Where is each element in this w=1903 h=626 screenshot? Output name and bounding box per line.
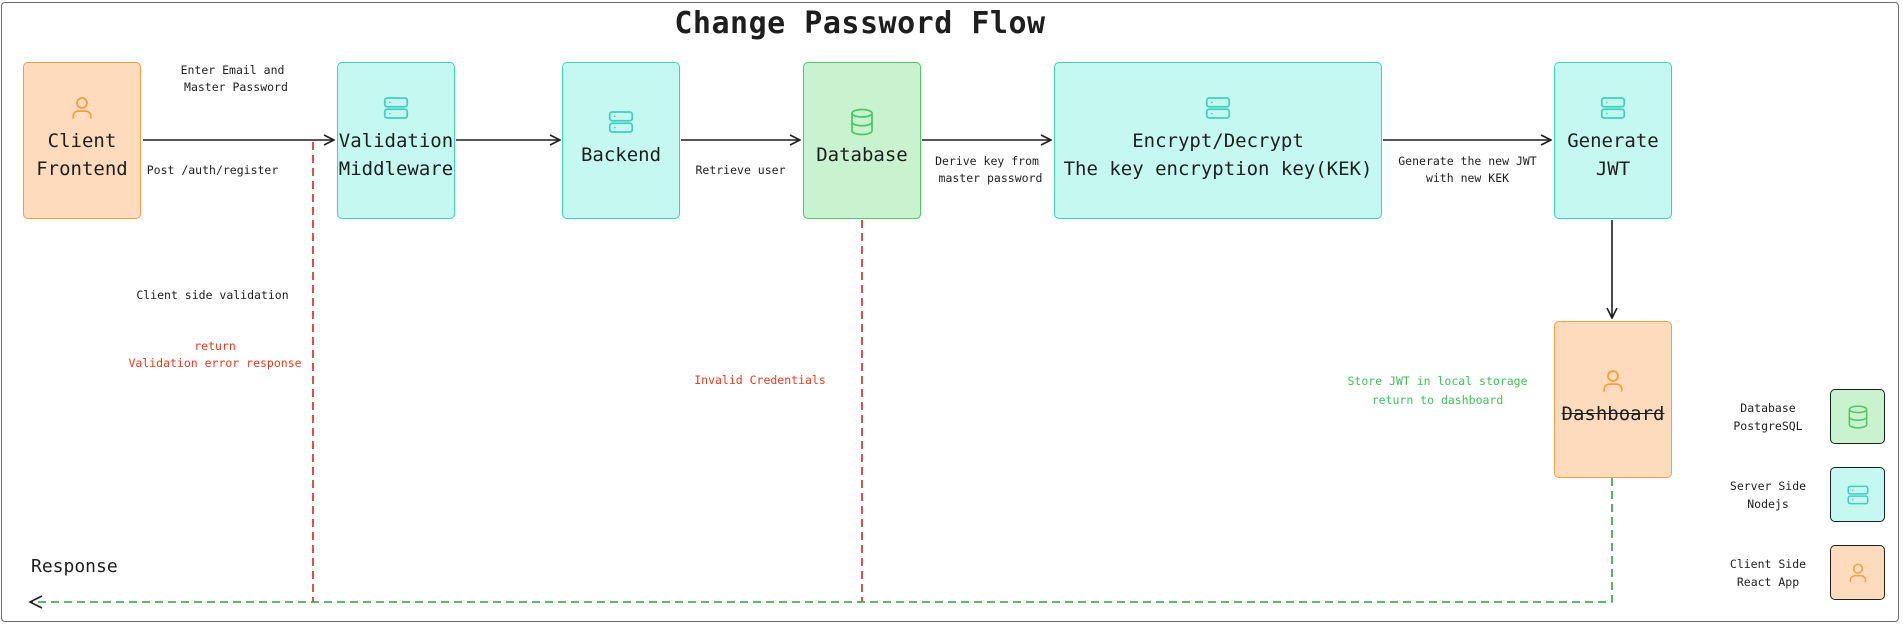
edge-label-return-error: return Validation error response — [128, 339, 302, 370]
flow-arrows — [143, 140, 1612, 318]
legend-server-swatch — [1830, 467, 1885, 522]
validation-middleware-node: Validation Middleware — [337, 62, 455, 219]
edge-label-derive-key: Derive key from master password — [935, 154, 1043, 185]
node-label: Validation — [338, 129, 454, 152]
edge-label-enter-email: Enter Email and Master Password — [180, 63, 288, 94]
node-label: JWT — [1595, 157, 1631, 180]
backend-node: Backend — [562, 62, 680, 219]
generate-jwt-node: Generate JWT — [1554, 62, 1672, 219]
server-icon — [383, 96, 409, 119]
node-label: Encrypt/Decrypt — [1132, 129, 1304, 152]
diagram-title: Change Password Flow — [674, 6, 1046, 41]
edge-label-client-validation: Client side validation — [136, 288, 289, 302]
node-label: Middleware — [338, 157, 454, 180]
legend-database-label: Database PostgreSQL — [1733, 401, 1803, 433]
node-label: Dashboard — [1561, 402, 1665, 425]
node-label: Frontend — [36, 157, 128, 180]
node-label: The key encryption key(KEK) — [1063, 157, 1373, 180]
edge-label-post-register: Post /auth/register — [146, 163, 279, 177]
dashboard-return-line — [32, 478, 1613, 603]
node-label: Backend — [580, 143, 662, 166]
response-label: Response — [31, 556, 118, 577]
edge-label-store-jwt: Store JWT in local storage return to das… — [1347, 374, 1528, 407]
legend-client-swatch — [1830, 545, 1885, 600]
node-label: Database — [816, 143, 908, 166]
client-frontend-node: Client Frontend — [23, 62, 141, 219]
database-node: Database — [803, 62, 921, 219]
user-icon — [1603, 369, 1623, 392]
node-label: Client — [47, 129, 117, 152]
dashboard-node: Dashboard — [1554, 321, 1672, 478]
return-paths — [32, 142, 1613, 603]
legend-database-swatch — [1830, 389, 1885, 444]
encrypt-decrypt-node: Encrypt/Decrypt The key encryption key(K… — [1054, 62, 1382, 219]
response-arrowhead — [28, 595, 43, 609]
user-icon — [1849, 563, 1866, 582]
server-icon — [608, 110, 634, 133]
server-icon — [1600, 96, 1626, 119]
server-icon — [1205, 96, 1231, 119]
server-icon — [1846, 485, 1869, 504]
node-label: Generate — [1567, 129, 1659, 152]
database-icon — [851, 108, 873, 135]
user-icon — [72, 96, 92, 119]
legend-server-label: Server Side Nodejs — [1729, 479, 1807, 511]
edge-label-generate-jwt: Generate the new JWT with new KEK — [1398, 154, 1537, 185]
database-icon — [1848, 404, 1867, 429]
edge-label-retrieve-user: Retrieve user — [695, 163, 786, 177]
legend-client-label: Client Side React App — [1729, 557, 1807, 589]
edge-label-invalid-credentials: Invalid Credentials — [694, 373, 826, 387]
